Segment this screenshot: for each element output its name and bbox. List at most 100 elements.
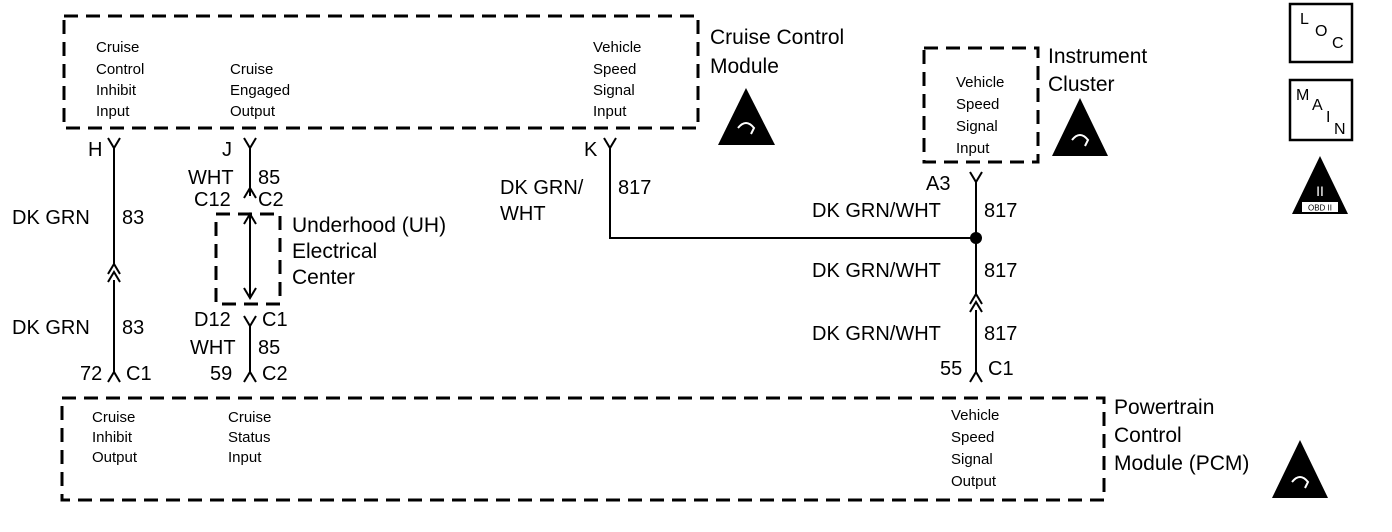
ic-title-l2: Cluster: [1048, 73, 1115, 96]
connector-c2-top-label: C2: [258, 189, 284, 211]
connector-a3-label: A3: [926, 173, 950, 195]
pcm-title-l2: Control: [1114, 424, 1182, 447]
inline-connector-symbol: [969, 292, 983, 313]
ic-vss-input-l2: Speed: [956, 96, 999, 113]
ccm-inhibit-input-l1: Cruise: [96, 39, 139, 56]
loc-letter-l: L: [1300, 11, 1309, 28]
pcm-vss-output-l1: Vehicle: [951, 407, 999, 424]
connector-c1-uh-label: C1: [262, 309, 288, 331]
connector-j-label: J: [222, 139, 232, 161]
ic-vss-input-l4: Input: [956, 140, 990, 157]
loc-letter-c: C: [1332, 35, 1344, 52]
ccm-inhibit-input-l2: Control: [96, 61, 144, 78]
connector-k-label: K: [584, 139, 598, 161]
ccm-vss-input-l4: Input: [593, 103, 627, 120]
connector-72-label: 72: [80, 363, 102, 385]
wire-817-circuit-ic: 817: [984, 200, 1017, 222]
pcm-title-l1: Powertrain: [1114, 396, 1214, 419]
uh-title-l3: Center: [292, 266, 355, 289]
wire-85-circuit-upper: 85: [258, 167, 280, 189]
main-letter-m: M: [1296, 87, 1309, 104]
pcm-inhibit-output-l2: Inhibit: [92, 429, 133, 446]
obd-ii-icon: II OBD II: [1292, 156, 1348, 214]
ic-vss-input-l3: Signal: [956, 118, 998, 135]
circuit-83: H DK GRN 83 DK GRN 83 72 C1: [12, 137, 152, 385]
esd-icon: [718, 88, 775, 145]
wire-85-color-upper: WHT: [188, 167, 234, 189]
powertrain-control-module: Cruise Inhibit Output Cruise Status Inpu…: [60, 396, 1328, 502]
wire-817-circuit-ccm: 817: [618, 177, 651, 199]
wire-83-circuit-upper: 83: [122, 207, 144, 229]
circuit-85: J WHT 85 C12 C2 Underhood (UH) Electrica…: [188, 137, 446, 385]
ccm-inhibit-input-l3: Inhibit: [96, 82, 137, 99]
ccm-engaged-output-l2: Engaged: [230, 82, 290, 99]
main-letter-i: I: [1326, 109, 1330, 126]
main-badge: M A I N: [1288, 78, 1354, 142]
ccm-title-l2: Module: [710, 55, 779, 78]
pcm-inhibit-output-l1: Cruise: [92, 409, 135, 426]
uh-bottom-symbol: [243, 287, 257, 300]
cruise-control-module-box: [62, 14, 700, 130]
connector-k-symbol: [603, 137, 617, 150]
wire-85-circuit-lower: 85: [258, 337, 280, 359]
connector-j-symbol: [243, 137, 257, 150]
wire-817-color-ic: DK GRN/WHT: [812, 200, 941, 222]
uh-title-l1: Underhood (UH): [292, 214, 446, 237]
splice-point: [970, 232, 982, 244]
wire-83-color-upper: DK GRN: [12, 207, 90, 229]
inline-connector-symbol: [107, 262, 121, 283]
wire-817-color-mid: DK GRN/WHT: [812, 260, 941, 282]
connector-55-label: 55: [940, 358, 962, 380]
instrument-cluster-box: [922, 46, 1040, 164]
ccm-inhibit-input-l4: Input: [96, 103, 130, 120]
ccm-engaged-output-l3: Output: [230, 103, 276, 120]
uh-center-box: [214, 212, 282, 306]
pcm-status-input-l1: Cruise: [228, 409, 271, 426]
esd-icon: [1052, 98, 1108, 156]
wire-83-color-lower: DK GRN: [12, 317, 90, 339]
connector-59-symbol: [243, 370, 257, 383]
pcm-vss-output-l2: Speed: [951, 429, 994, 446]
connector-d12-label: D12: [194, 309, 231, 331]
pcm-status-input-l2: Status: [228, 429, 271, 446]
wire-817-circuit-lower: 817: [984, 323, 1017, 345]
connector-h-label: H: [88, 139, 102, 161]
wire-85-color-lower: WHT: [190, 337, 236, 359]
pcm-vss-output-l3: Signal: [951, 451, 993, 468]
pcm-status-input-l3: Input: [228, 449, 262, 466]
connector-59-label: 59: [210, 363, 232, 385]
pcm-title-l3: Module (PCM): [1114, 452, 1249, 475]
circuit-817: K DK GRN/ WHT 817 A3 DK GRN/WHT 817 DK G…: [500, 137, 1017, 383]
connector-h-symbol: [107, 137, 121, 150]
connector-72-symbol: [107, 370, 121, 383]
connector-c2-label: C2: [262, 363, 288, 385]
ccm-engaged-output-l1: Cruise: [230, 61, 273, 78]
pcm-inhibit-output-l3: Output: [92, 449, 138, 466]
uh-title-l2: Electrical: [292, 240, 377, 263]
wire-817-circuit-mid: 817: [984, 260, 1017, 282]
ic-vss-input-l1: Vehicle: [956, 74, 1004, 91]
wire-817-color-lower: DK GRN/WHT: [812, 323, 941, 345]
connector-c12-label: C12: [194, 189, 231, 211]
ic-title-l1: Instrument: [1048, 45, 1147, 68]
ccm-vss-input-l3: Signal: [593, 82, 635, 99]
obd-label: OBD II: [1308, 204, 1332, 213]
ccm-title-l1: Cruise Control: [710, 26, 844, 49]
connector-c1-left-label: C1: [126, 363, 152, 385]
ccm-vss-input-l1: Vehicle: [593, 39, 641, 56]
pcm-box: [60, 396, 1106, 502]
main-letter-n: N: [1334, 121, 1346, 138]
wire-817-ccm: [609, 148, 976, 239]
ccm-vss-input-l2: Speed: [593, 61, 636, 78]
esd-icon: [1272, 440, 1328, 498]
wire-83-circuit-lower: 83: [122, 317, 144, 339]
connector-55-symbol: [969, 370, 983, 383]
obd-numeral: II: [1316, 183, 1324, 199]
instrument-cluster: Vehicle Speed Signal Input Instrument Cl…: [922, 45, 1147, 164]
wire-817-color-a: DK GRN/: [500, 177, 584, 199]
connector-d12-symbol: [243, 315, 257, 328]
connector-a3-symbol: [969, 171, 983, 184]
wire-817-color-b: WHT: [500, 203, 546, 225]
connector-c1-right-label: C1: [988, 358, 1014, 380]
